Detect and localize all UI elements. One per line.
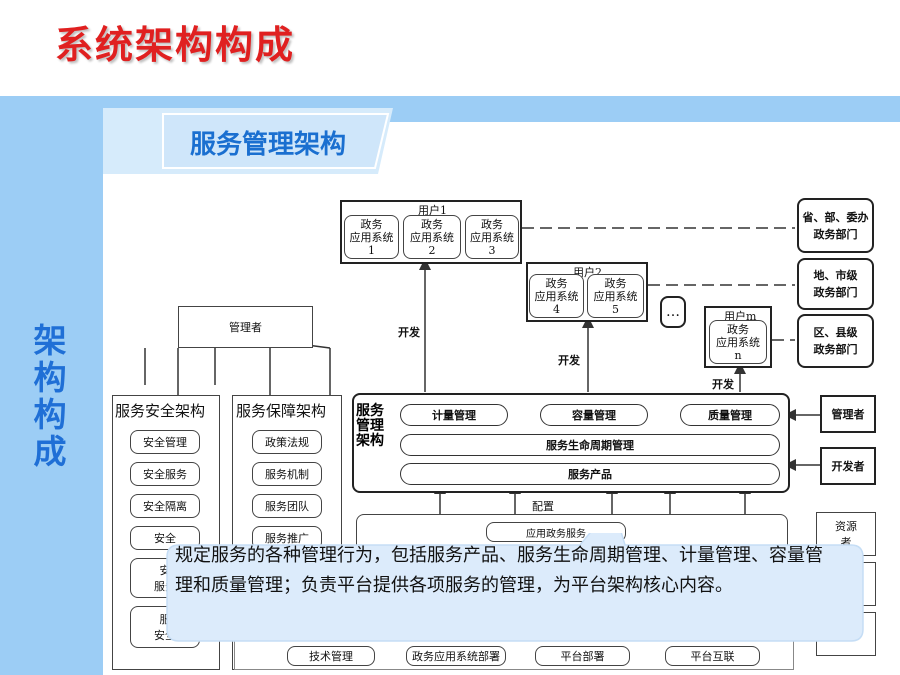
- side-label-char: 架: [33, 321, 67, 360]
- system-line: 政务: [481, 217, 503, 231]
- page-title: 系统架构构成: [55, 23, 296, 67]
- gov-app-system-5: 政务 应用系统 5: [587, 274, 644, 318]
- resource-line: 资源: [835, 520, 857, 533]
- dept-province: 省、部、委办 政务部门: [797, 198, 874, 253]
- system-line: 应用系统: [410, 230, 454, 244]
- guarantee-item: 政策法规: [252, 430, 322, 454]
- system-number: 5: [612, 302, 619, 316]
- system-line: 应用系统: [349, 230, 394, 244]
- service-mgmt-label: 服务管理架构: [356, 404, 396, 449]
- lifecycle-mgmt: 服务生命周期管理: [400, 434, 780, 456]
- security-arch-title: 服务安全架构: [115, 402, 206, 420]
- metering-mgmt: 计量管理: [400, 404, 508, 426]
- gov-app-system-2: 政务 应用系统 2: [403, 215, 461, 259]
- system-line: 政务: [360, 217, 383, 231]
- service-product: 服务产品: [400, 463, 780, 485]
- security-item: 安全隔离: [130, 494, 200, 518]
- dept-line: 省、部、委办: [802, 210, 869, 224]
- callout-text: 规定服务的各种管理行为，包括服务产品、服务生命周期管理、计量管理、容量管理和质量…: [175, 545, 823, 596]
- config-label: 配置: [532, 500, 554, 513]
- subtitle: 服务管理架构: [190, 130, 347, 160]
- service-mgmt-label-text: 服务管理架构: [356, 403, 384, 449]
- develop-label: 开发: [558, 354, 580, 367]
- gov-app-system-n: 政务 应用系统 n: [709, 320, 767, 364]
- guarantee-item: 服务团队: [252, 494, 322, 518]
- gov-app-system-3: 政务 应用系统 3: [465, 215, 519, 259]
- gov-app-system-1: 政务 应用系统 1: [344, 215, 399, 259]
- system-number: 4: [553, 302, 560, 316]
- security-item-line: 安: [159, 564, 171, 577]
- gov-app-deploy: 政务应用系统部署: [406, 646, 506, 666]
- gov-app-system-4: 政务 应用系统 4: [529, 274, 584, 318]
- system-number: 1: [368, 243, 375, 257]
- dept-county: 区、县级 政务部门: [797, 314, 874, 368]
- capacity-mgmt: 容量管理: [540, 404, 648, 426]
- security-item: 安全服务: [130, 462, 200, 486]
- side-label: 架 构 构 成: [22, 322, 78, 470]
- dept-line: 政务部门: [813, 343, 858, 356]
- user-m-label: 用户m: [724, 310, 757, 323]
- system-line: 政务: [421, 217, 443, 231]
- platform-interconnect: 平台互联: [665, 646, 760, 666]
- develop-label: 开发: [398, 326, 420, 339]
- resource-line: 者: [840, 536, 852, 549]
- more-users-ellipsis: …: [660, 296, 686, 328]
- system-number: 2: [428, 243, 436, 257]
- role-developer: 开发者: [820, 447, 876, 485]
- system-line: 应用系统: [593, 289, 638, 303]
- system-line: 应用系统: [470, 230, 514, 244]
- dept-city: 地、市级 政务部门: [797, 258, 874, 310]
- side-label-char: 构: [33, 395, 67, 434]
- system-line: 政务: [545, 276, 568, 290]
- dept-line: 地、市级: [813, 269, 858, 282]
- system-line: 应用系统: [716, 335, 760, 349]
- user-1-label: 用户1: [418, 204, 447, 217]
- guarantee-arch-title: 服务保障架构: [236, 402, 327, 420]
- platform-deploy: 平台部署: [535, 646, 630, 666]
- security-item-line: 服: [159, 613, 171, 626]
- callout-bubble: [166, 533, 864, 642]
- quality-mgmt: 质量管理: [680, 404, 780, 426]
- subtitle-banner: [103, 108, 393, 174]
- tech-mgmt: 技术管理: [287, 646, 375, 666]
- left-band: [0, 96, 103, 675]
- dept-line: 政务部门: [813, 286, 858, 299]
- admin-box: 管理者: [178, 306, 313, 348]
- system-number: 3: [488, 243, 496, 257]
- dept-line: 区、县级: [813, 326, 858, 339]
- dept-line: 政务部门: [813, 227, 858, 241]
- develop-label: 开发: [712, 378, 734, 391]
- guarantee-item: 服务机制: [252, 462, 322, 486]
- system-line: 政务: [727, 322, 749, 336]
- side-label-char: 构: [33, 358, 67, 397]
- security-item: 安全管理: [130, 430, 200, 454]
- side-label-char: 成: [33, 432, 67, 471]
- system-line: 政务: [604, 276, 627, 290]
- role-admin: 管理者: [820, 395, 876, 433]
- system-line: 应用系统: [534, 289, 579, 303]
- system-number: n: [734, 348, 742, 362]
